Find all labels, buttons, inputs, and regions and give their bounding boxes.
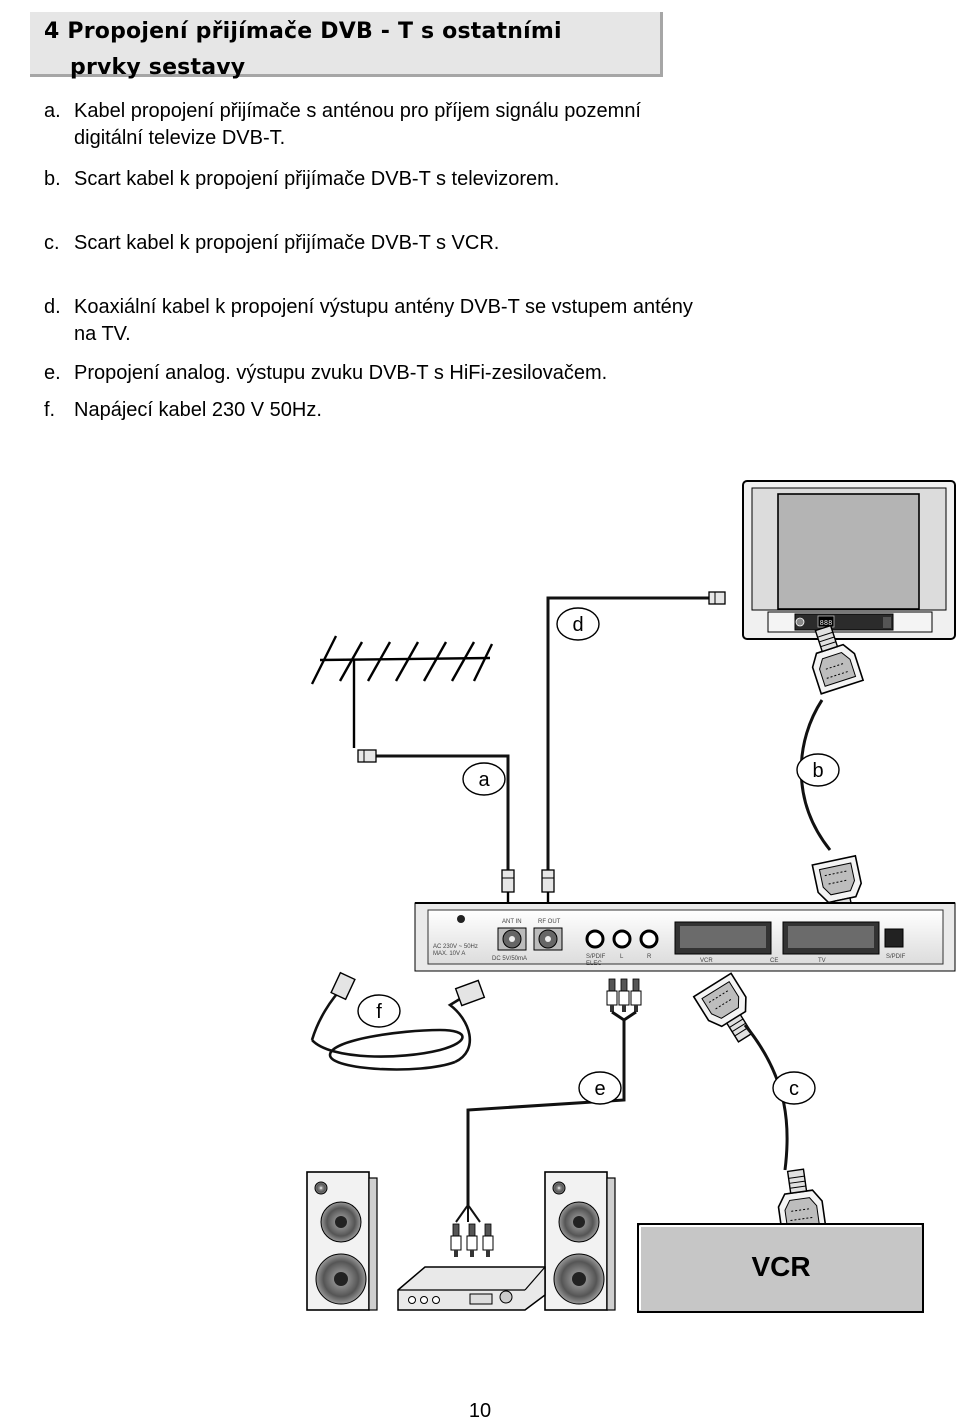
left-speaker-icon [306,1171,378,1311]
list-text: Koaxiální kabel k propojení výstupu anté… [74,296,693,345]
label-a: a [462,762,506,796]
power-cable-icon [310,971,486,1071]
scart-vcr-label: VCR [700,958,713,964]
optical-label: S/PDIF [886,954,906,960]
list-marker: a. [44,100,61,122]
section-number: 4 [44,19,60,44]
audio-l-label: L [620,954,624,960]
label-f: f [357,994,401,1028]
list-text: Propojení analog. výstupu zvuku DVB-T s … [74,362,608,384]
section-heading-box [30,12,663,77]
cable-c [692,972,827,1236]
list-text: Scart kabel k propojení přijímače DVB-T … [74,232,500,254]
antenna-icon [310,635,494,748]
label-b: b [796,753,840,787]
section-title-line2: prvky sestavy [70,55,246,80]
label-c: c [772,1071,816,1105]
tv-display: 888 [820,619,833,627]
list-item-f: f. Napájecí kabel 230 V 50Hz. [44,397,704,424]
cable-d [541,591,726,925]
ant-in-label: ANT IN [502,919,522,925]
list-marker: f. [44,399,56,421]
list-item-d: d. Koaxiální kabel k propojení výstupu a… [44,294,704,348]
label-b-text: b [812,760,823,782]
label-e: e [578,1071,622,1105]
rf-out-label: RF OUT [538,919,561,925]
tv-icon: 888 [742,480,956,640]
amplifier-icon [397,1266,546,1311]
list-text: Scart kabel k propojení přijímače DVB-T … [74,168,560,190]
coax-label: DC 5V/50mA [492,956,527,962]
list-item-c: c. Scart kabel k propojení přijímače DVB… [44,230,704,257]
label-c-text: c [789,1078,799,1100]
label-f-text: f [376,1001,382,1023]
list-marker: d. [44,296,61,318]
audio-r-label: R [647,954,652,960]
list-text: Kabel propojení přijímače s anténou pro … [74,100,641,149]
right-speaker-icon [544,1171,616,1311]
ce-label: CE [770,958,778,964]
label-a-text: a [478,769,490,791]
list-marker: b. [44,168,61,190]
scart-tv-label: TV [818,958,826,964]
list-item-a: a. Kabel propojení přijímače s anténou p… [44,98,704,152]
list-item-b: b. Scart kabel k propojení přijímače DVB… [44,166,704,193]
vcr-label: VCR [751,1251,810,1282]
cable-e [450,978,642,1258]
list-item-e: e. Propojení analog. výstupu zvuku DVB-T… [44,360,704,387]
label-d-text: d [572,614,583,636]
page-number: 10 [468,1400,492,1422]
label-e-text: e [594,1078,605,1100]
label-d: d [556,607,600,641]
list-marker: e. [44,362,61,384]
section-title-line1: Propojení přijímače DVB - T s ostatními [67,19,562,44]
list-text: Napájecí kabel 230 V 50Hz. [74,399,322,421]
vcr-icon: VCR [637,1223,924,1313]
list-marker: c. [44,232,60,254]
section-heading: 4 Propojení přijímače DVB - T s ostatním… [44,14,644,86]
